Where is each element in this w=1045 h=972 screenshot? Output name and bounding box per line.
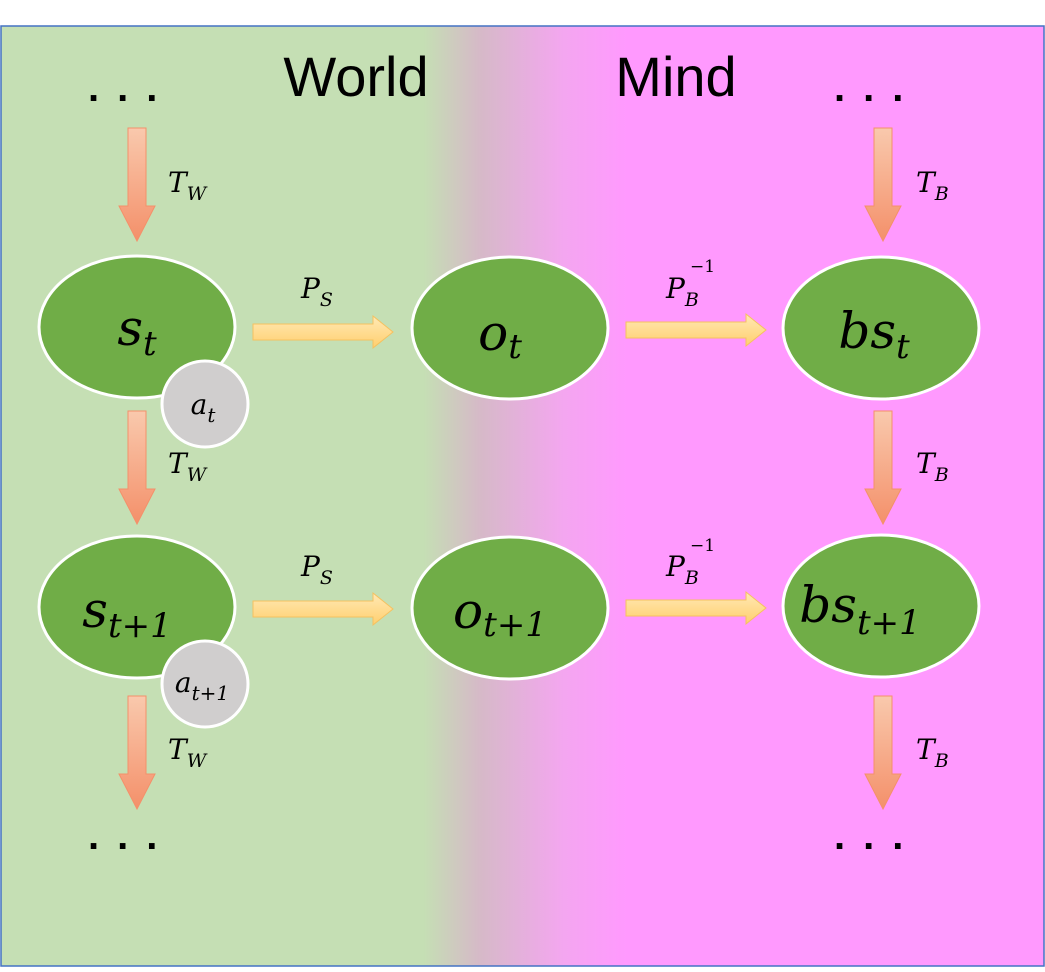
arrow-belief-transition-3 xyxy=(864,695,902,811)
arrow-world-transition-1 xyxy=(118,127,156,243)
label-inverse-belief-sup-1: −1 xyxy=(690,257,715,277)
node-belief-state-t-plus-1: bst+1 xyxy=(781,533,981,679)
node-observation-t-plus-1: ot+1 xyxy=(410,535,610,681)
label-inverse-belief-1: PB xyxy=(665,272,699,311)
node-action-t: at xyxy=(160,359,250,449)
node-state-t-plus-1: st+1 xyxy=(37,534,237,680)
node-observation-t: ot xyxy=(410,255,610,401)
arrow-inverse-belief-2 xyxy=(625,590,767,626)
arrow-belief-transition-2 xyxy=(864,410,902,526)
svg-text:ot+1: ot+1 xyxy=(453,582,547,645)
arrow-world-transition-3 xyxy=(118,695,156,811)
svg-text:st: st xyxy=(117,299,157,364)
label-world-transition-3: TW xyxy=(168,733,208,772)
label-world-transition-2: TW xyxy=(168,447,208,486)
svg-text:bst+1: bst+1 xyxy=(799,576,920,643)
label-belief-transition-2: TB xyxy=(916,447,949,486)
label-sensing-1: PS xyxy=(300,272,333,311)
label-belief-transition-3: TB xyxy=(916,733,949,772)
label-inverse-belief-sup-2: −1 xyxy=(690,536,715,556)
continuation-dots-bottom-world: ... xyxy=(88,814,175,858)
svg-text:at+1: at+1 xyxy=(175,666,229,705)
continuation-dots-top-mind: ... xyxy=(834,66,921,110)
world-heading: World xyxy=(283,45,428,108)
arrow-world-transition-2 xyxy=(118,410,156,526)
node-action-t-plus-1: at+1 xyxy=(160,639,250,729)
svg-text:st+1: st+1 xyxy=(82,581,171,646)
label-inverse-belief-2: PB xyxy=(665,550,699,589)
svg-text:ot: ot xyxy=(478,304,522,367)
arrow-belief-transition-1 xyxy=(864,127,902,243)
node-belief-state-t: bst xyxy=(781,255,981,401)
svg-text:at: at xyxy=(191,388,217,427)
arrow-sensing-1 xyxy=(252,314,394,350)
node-state-t: st xyxy=(37,254,237,400)
continuation-dots-bottom-mind: ... xyxy=(834,814,921,858)
mind-heading: Mind xyxy=(615,45,736,108)
arrow-sensing-2 xyxy=(252,591,394,627)
label-belief-transition-1: TB xyxy=(916,166,949,205)
continuation-dots-top-world: ... xyxy=(88,66,175,110)
svg-text:bst: bst xyxy=(838,302,910,367)
label-world-transition-1: TW xyxy=(168,166,208,205)
arrow-inverse-belief-1 xyxy=(625,312,767,348)
label-sensing-2: PS xyxy=(300,550,333,589)
